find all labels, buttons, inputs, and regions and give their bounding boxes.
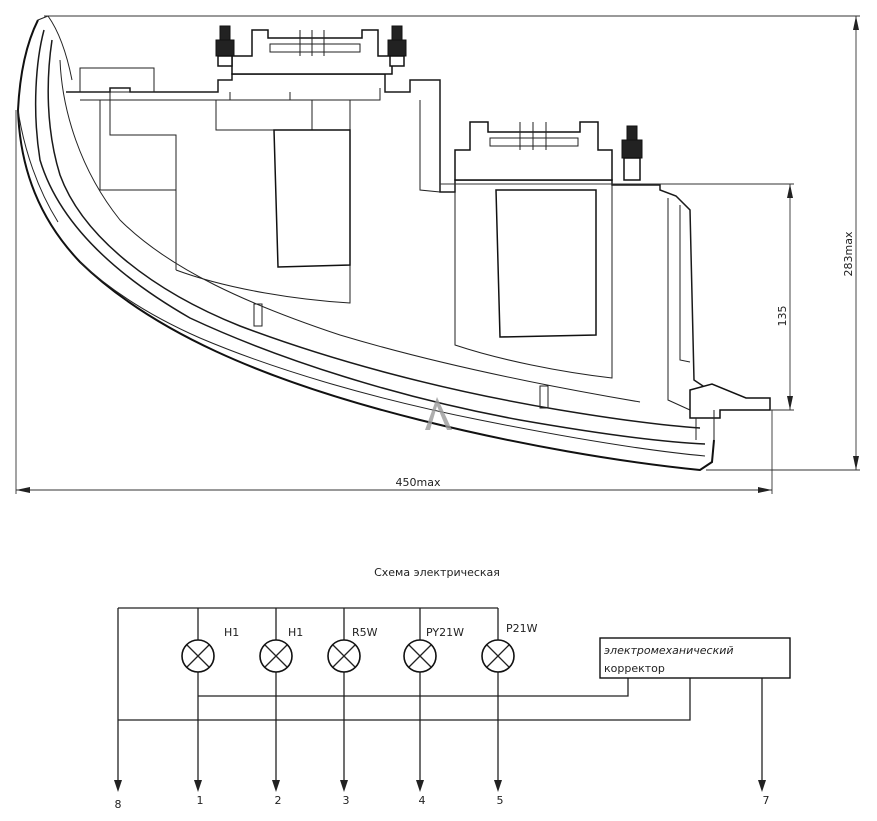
body-panel-line-7 (667, 198, 691, 411)
terminal-label-7: 7 (763, 794, 770, 807)
headlight-side-view (16, 15, 771, 472)
terminal-label-1: 1 (197, 794, 204, 807)
clip-2 (539, 385, 549, 409)
connector-knob-1 (215, 25, 235, 67)
dim-inner-arrow-top (787, 184, 793, 198)
body-panel-line-2 (175, 100, 351, 304)
corrector-box (599, 637, 791, 679)
terminal-arrow-5 (494, 780, 502, 792)
body-panel-line-6 (454, 185, 613, 379)
terminal-arrow-1 (194, 780, 202, 792)
top-cap-left-rib (269, 43, 361, 53)
body-panel-line-1 (99, 100, 176, 191)
lamp-label-5: P21W (506, 622, 538, 635)
connector-knob-3 (621, 125, 643, 181)
schematic-title: Схема электрическая (374, 566, 500, 579)
dimensions: 450max 283max 135 (15, 15, 860, 494)
dim-height-arrow-bottom (853, 456, 859, 470)
body-top-edge (66, 73, 713, 393)
watermark-logo (425, 397, 452, 430)
reflector-bowl-right (495, 189, 597, 338)
housing-inner-curve-1 (34, 29, 706, 445)
terminal-arrow-2 (272, 780, 280, 792)
terminal-arrow-3 (340, 780, 348, 792)
dim-inner-label: 135 (776, 306, 789, 327)
terminal-label-4: 4 (419, 794, 426, 807)
corrector-label-line1: электромеханический (604, 644, 734, 657)
lamp-5 (481, 639, 515, 673)
lamp-label-2: H1 (288, 626, 303, 639)
dim-height-label: 283max (842, 231, 855, 276)
corrector-wire-2 (118, 678, 691, 721)
corrector-wire-1 (198, 678, 629, 697)
mounting-bracket (689, 383, 771, 419)
top-cap-right (454, 121, 613, 181)
top-cap-right-ribs (519, 122, 547, 150)
lens-bottom-line (79, 261, 706, 457)
lamp-label-3: R5W (352, 626, 378, 639)
dim-height-arrow-top (853, 16, 859, 30)
lens-edge-line (17, 109, 59, 223)
lamp-1 (181, 639, 215, 673)
lamp-4 (403, 639, 437, 673)
dim-width-label: 450max (396, 476, 441, 489)
terminal-label-8: 8 (115, 798, 122, 811)
lamp-3 (327, 639, 361, 673)
housing-inner-curve-2 (47, 39, 701, 429)
lamp-label-4: PY21W (426, 626, 464, 639)
body-panel-line-3 (215, 100, 313, 131)
lamp-label-1: H1 (224, 626, 239, 639)
body-top-block (79, 67, 155, 93)
dim-width-arrow-right (758, 487, 772, 493)
body-panel-line-5 (419, 100, 441, 193)
terminal-label-3: 3 (343, 794, 350, 807)
reflector-bowl-left (273, 129, 351, 268)
connector-knob-2 (387, 25, 407, 67)
top-cap-right-rib (489, 137, 579, 147)
top-cap-left-ribs (299, 30, 325, 56)
dim-width-arrow-left (16, 487, 30, 493)
housing-outer-curve (16, 19, 715, 472)
terminal-label-2: 2 (275, 794, 282, 807)
body-panel-line-4 (229, 92, 291, 100)
corrector-label-line2: корректор (604, 662, 665, 675)
bracket-rib (695, 410, 715, 440)
housing-inner-curve-3 (59, 59, 641, 403)
dim-inner-arrow-bottom (787, 396, 793, 410)
terminal-arrow-8 (114, 780, 122, 792)
electrical-schematic: Схема электрическая электромеханический … (114, 566, 791, 811)
terminal-label-5: 5 (497, 794, 504, 807)
terminal-arrow-4 (416, 780, 424, 792)
lens-edge-top (37, 15, 73, 81)
body-top-edge-inner (80, 88, 381, 270)
clip-1 (253, 303, 263, 327)
body-panel-line-8 (679, 205, 691, 363)
lamp-2 (259, 639, 293, 673)
terminal-arrow-7 (758, 780, 766, 792)
